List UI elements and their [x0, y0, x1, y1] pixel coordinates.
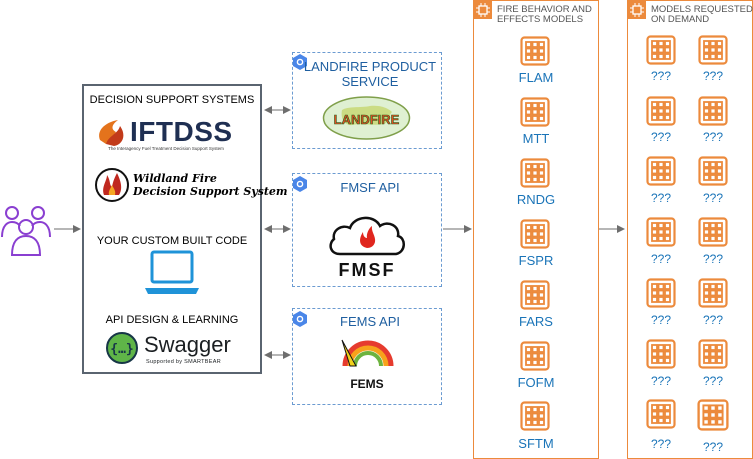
ondemand-model-label: ???: [702, 440, 724, 454]
model-grid-icon: [646, 156, 676, 186]
fire-models-title-line2: EFFECTS MODELS: [497, 14, 584, 25]
ondemand-model-label: ???: [702, 191, 724, 205]
svg-text:{…}: {…}: [110, 342, 133, 357]
model-grid-icon: [520, 341, 550, 371]
iftdss-flame-icon: [99, 120, 124, 146]
fire-models-title-line1: FIRE BEHAVIOR AND: [497, 4, 592, 15]
dss-title: DECISION SUPPORT SYSTEMS: [89, 94, 255, 106]
landfire-service-title: LANDFIRE PRODUCT SERVICE: [303, 59, 437, 89]
model-grid-icon: [520, 158, 550, 188]
users-icon: [1, 206, 51, 256]
swagger-wordmark: Swagger: [144, 332, 231, 357]
fire-model-label: FOFM: [517, 375, 555, 390]
gcp-service-icon: [293, 176, 307, 192]
fire-model-label: SFTM: [518, 436, 554, 451]
fems-service-box[interactable]: [292, 308, 442, 405]
ondemand-title: MODELS REQUESTED ON DEMAND: [651, 5, 753, 25]
model-grid-icon: [698, 156, 728, 186]
model-grid-icon: [646, 278, 676, 308]
fire-models-title: FIRE BEHAVIOR AND EFFECTS MODELS: [497, 5, 592, 25]
wfdss-line1: Wildland Fire: [133, 172, 217, 185]
model-grid-icon: [646, 96, 676, 126]
wfdss-line2: Decision Support System: [133, 185, 288, 198]
model-grid-icon: [520, 36, 550, 66]
laptop-icon: [145, 250, 199, 294]
iftdss-subtitle: The Interagency Fuel Treatment Decision …: [108, 146, 224, 151]
custom-code-label: YOUR CUSTOM BUILT CODE: [96, 235, 248, 247]
chip-icon: [628, 1, 646, 19]
gcp-service-icon: [293, 311, 307, 327]
ondemand-title-line2: ON DEMAND: [651, 14, 710, 25]
ondemand-model-label: ???: [650, 130, 672, 144]
ondemand-model-label: ???: [702, 69, 724, 83]
ondemand-model-label: ???: [650, 191, 672, 205]
fire-model-label: FARS: [519, 314, 553, 329]
swagger-braces-icon: {…}: [106, 332, 138, 364]
api-design-label: API DESIGN & LEARNING: [105, 314, 239, 326]
fire-model-label: MTT: [522, 131, 550, 146]
model-grid-icon: [698, 217, 728, 247]
ondemand-model-label: ???: [650, 313, 672, 327]
model-grid-icon: [698, 339, 728, 369]
fire-model-label: FLAM: [518, 70, 554, 85]
fems-logo: FEMS: [341, 339, 394, 391]
ondemand-model-label: ???: [650, 69, 672, 83]
model-grid-icon: [698, 278, 728, 308]
model-grid-icon: [646, 217, 676, 247]
fems-service-title: FEMS API: [340, 314, 400, 329]
model-grid-icon: [646, 339, 676, 369]
fire-model-label: RNDG: [516, 192, 556, 207]
gcp-service-icon: [293, 54, 307, 70]
wfdss-text: Wildland Fire Decision Support System: [133, 172, 288, 198]
landfire-logo-text: LANDFIRE: [334, 112, 400, 127]
model-grid-icon: [520, 219, 550, 249]
model-grid-icon: [646, 399, 676, 429]
fmsf-service-title: FMSF API: [340, 180, 400, 195]
ondemand-title-line1: MODELS REQUESTED: [651, 4, 753, 15]
ondemand-model-label: ???: [650, 374, 672, 388]
ondemand-model-label: ???: [702, 313, 724, 327]
iftdss-wordmark: IFTDSS: [130, 116, 233, 147]
wfdss-flame-icon: [95, 168, 129, 202]
ondemand-model-label: ???: [650, 252, 672, 266]
model-grid-icon: [520, 280, 550, 310]
chip-icon: [474, 1, 492, 19]
ondemand-model-label: ???: [650, 437, 672, 451]
ondemand-model-label: ???: [702, 130, 724, 144]
iftdss-logo[interactable]: IFTDSS The Interagency Fuel Treatment De…: [96, 116, 236, 154]
swagger-subtitle: Supported by SMARTBEAR: [146, 359, 221, 365]
model-grid-icon: [697, 399, 729, 431]
model-grid-icon: [698, 35, 728, 65]
model-grid-icon: [698, 96, 728, 126]
swagger-logo[interactable]: {…} Swagger Supported by SMARTBEAR: [106, 330, 236, 372]
ondemand-model-label: ???: [702, 252, 724, 266]
model-grid-icon: [646, 35, 676, 65]
fems-logo-text: FEMS: [350, 377, 383, 391]
wfdss-logo[interactable]: Wildland Fire Decision Support System: [95, 167, 288, 207]
fmsf-cloud-logo: FMSF: [329, 216, 405, 280]
landfire-logo: LANDFIRE: [322, 96, 411, 140]
ondemand-model-label: ???: [702, 374, 724, 388]
fmsf-logo-text: FMSF: [339, 260, 396, 280]
fire-model-label: FSPR: [518, 253, 554, 268]
model-grid-icon: [520, 401, 550, 431]
model-grid-icon: [520, 97, 550, 127]
